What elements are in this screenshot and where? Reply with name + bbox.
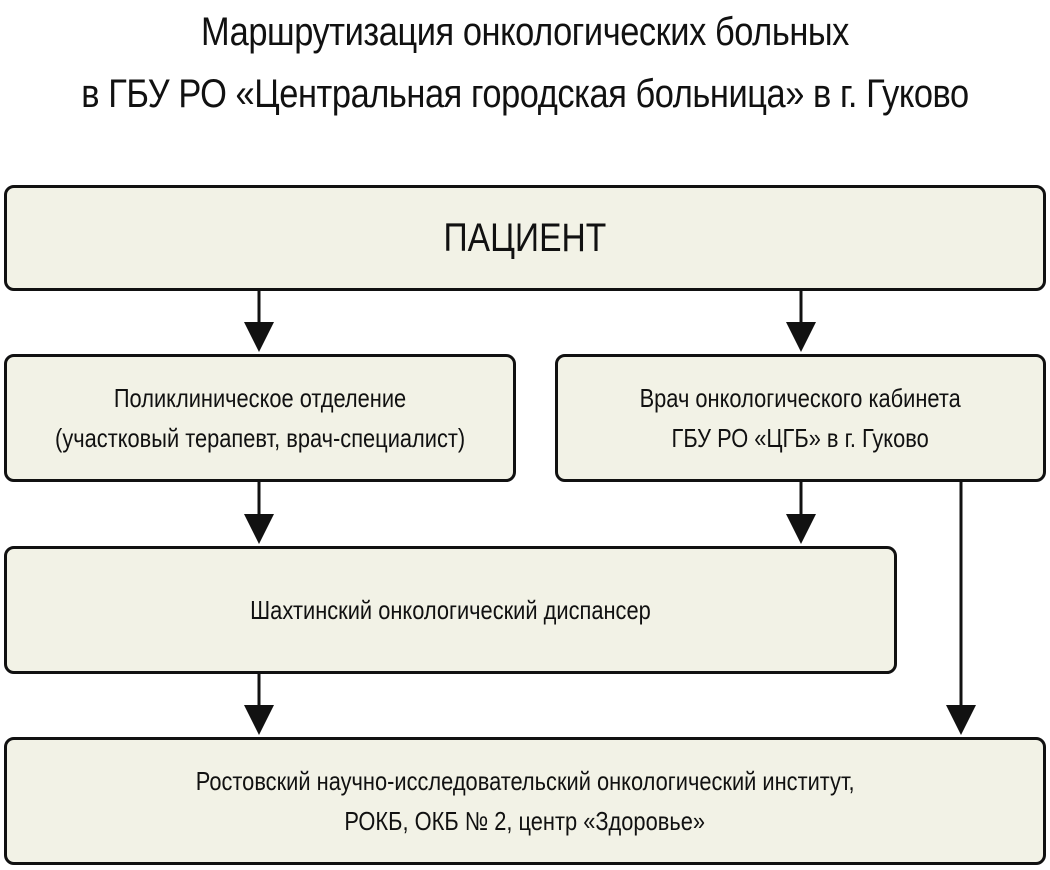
node-oncologist-line-2: ГБУ РО «ЦГБ» в г. Гуково <box>671 423 930 453</box>
diagram-title-line-2: в ГБУ РО «Центральная городская больница… <box>81 72 969 116</box>
node-research-institute: Ростовский научно-исследовательский онко… <box>4 737 1046 865</box>
arrow-oncologist-to-dispensary <box>786 482 816 544</box>
node-patient-label: ПАЦИЕНТ <box>443 215 607 260</box>
arrow-dispensary-to-institute <box>244 674 274 735</box>
diagram-title-line-1: Маршрутизация онкологических больных <box>201 10 849 54</box>
arrow-oncologist-to-institute <box>946 482 976 735</box>
arrow-patient-to-polyclinic <box>244 291 274 352</box>
node-oncologist-line-1: Врач онкологического кабинета <box>639 383 962 413</box>
node-patient: ПАЦИЕНТ <box>4 185 1046 291</box>
arrow-patient-to-oncologist <box>786 291 816 352</box>
node-dispensary-label: Шахтинский онкологический диспансер <box>250 595 651 625</box>
node-institute-line-2: РОКБ, ОКБ № 2, центр «Здоровье» <box>344 806 706 836</box>
node-polyclinic: Поликлиническое отделение (участковый те… <box>4 354 516 482</box>
node-polyclinic-line-2: (участковый терапевт, врач-специалист) <box>54 423 466 453</box>
node-oncologist-office: Врач онкологического кабинета ГБУ РО «ЦГ… <box>555 354 1046 482</box>
node-oncology-dispensary: Шахтинский онкологический диспансер <box>4 546 897 674</box>
node-polyclinic-line-1: Поликлиническое отделение <box>113 383 407 413</box>
node-institute-line-1: Ростовский научно-исследовательский онко… <box>195 766 855 796</box>
arrow-polyclinic-to-dispensary <box>244 482 274 544</box>
